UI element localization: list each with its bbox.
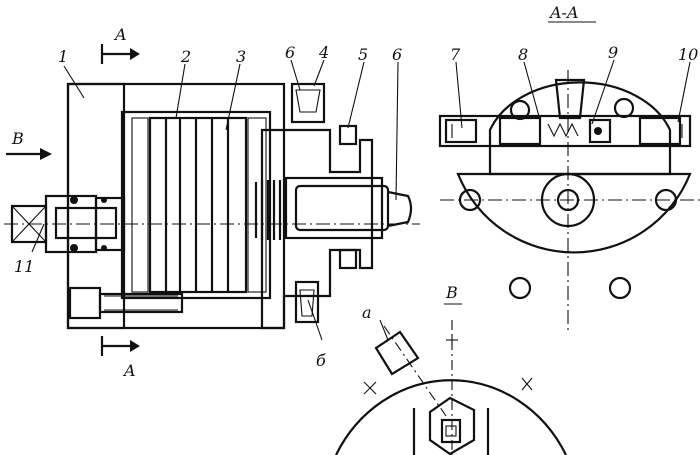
view-b: B a [335,283,567,455]
label-2: 2 [180,47,191,66]
piston-cavity [120,110,272,300]
right-flange [260,128,374,330]
label-6-right: 6 [392,45,402,64]
disk-upper [488,81,672,176]
label-b-bottom: б [316,351,326,370]
label-11: 11 [14,257,34,276]
label-a: a [362,303,372,322]
section-arrow-top: A [100,25,140,64]
bolt-head [68,286,102,320]
section-a-a-view: A-A [438,3,700,330]
main-section-view: A A B 1 2 3 6 4 5 [4,25,420,380]
section-arrow-bottom-label: A [122,361,136,380]
label-4: 4 [318,43,329,62]
label-6-top: 6 [285,43,295,62]
disk-lower [456,172,692,254]
label-7: 7 [450,45,461,64]
section-arrow-top-label: A [113,25,127,44]
view-title: B [445,283,458,302]
flange-ring-bottom [338,248,358,270]
label-5: 5 [358,45,368,64]
spindle-bore [284,176,384,240]
hex-nut [428,396,476,455]
bottom-port [294,280,320,324]
label-9: 9 [608,43,618,62]
leader-lines [31,59,399,341]
piston-stack [131,116,267,294]
valve-channel [438,114,692,148]
view-b-marks [363,319,533,455]
top-plug [290,82,326,124]
label-1: 1 [58,47,68,66]
valve-internals [444,116,683,146]
view-b-outline [335,379,567,455]
section-arrow-bottom: A [100,336,140,380]
bolt-shank [98,292,184,314]
top-plug-aa [554,78,586,120]
view-arrow-label: B [11,129,24,148]
label-8: 8 [518,45,528,64]
section-title: A-A [548,3,579,22]
threaded-stem [254,180,413,240]
view-arrow-b: B [6,129,52,160]
leader-lines-aa [455,59,691,129]
label-3: 3 [236,47,246,66]
view-b-notch [374,330,420,376]
bolt-holes [458,97,678,300]
flange-ring-top [338,124,358,146]
label-10: 10 [678,45,698,64]
